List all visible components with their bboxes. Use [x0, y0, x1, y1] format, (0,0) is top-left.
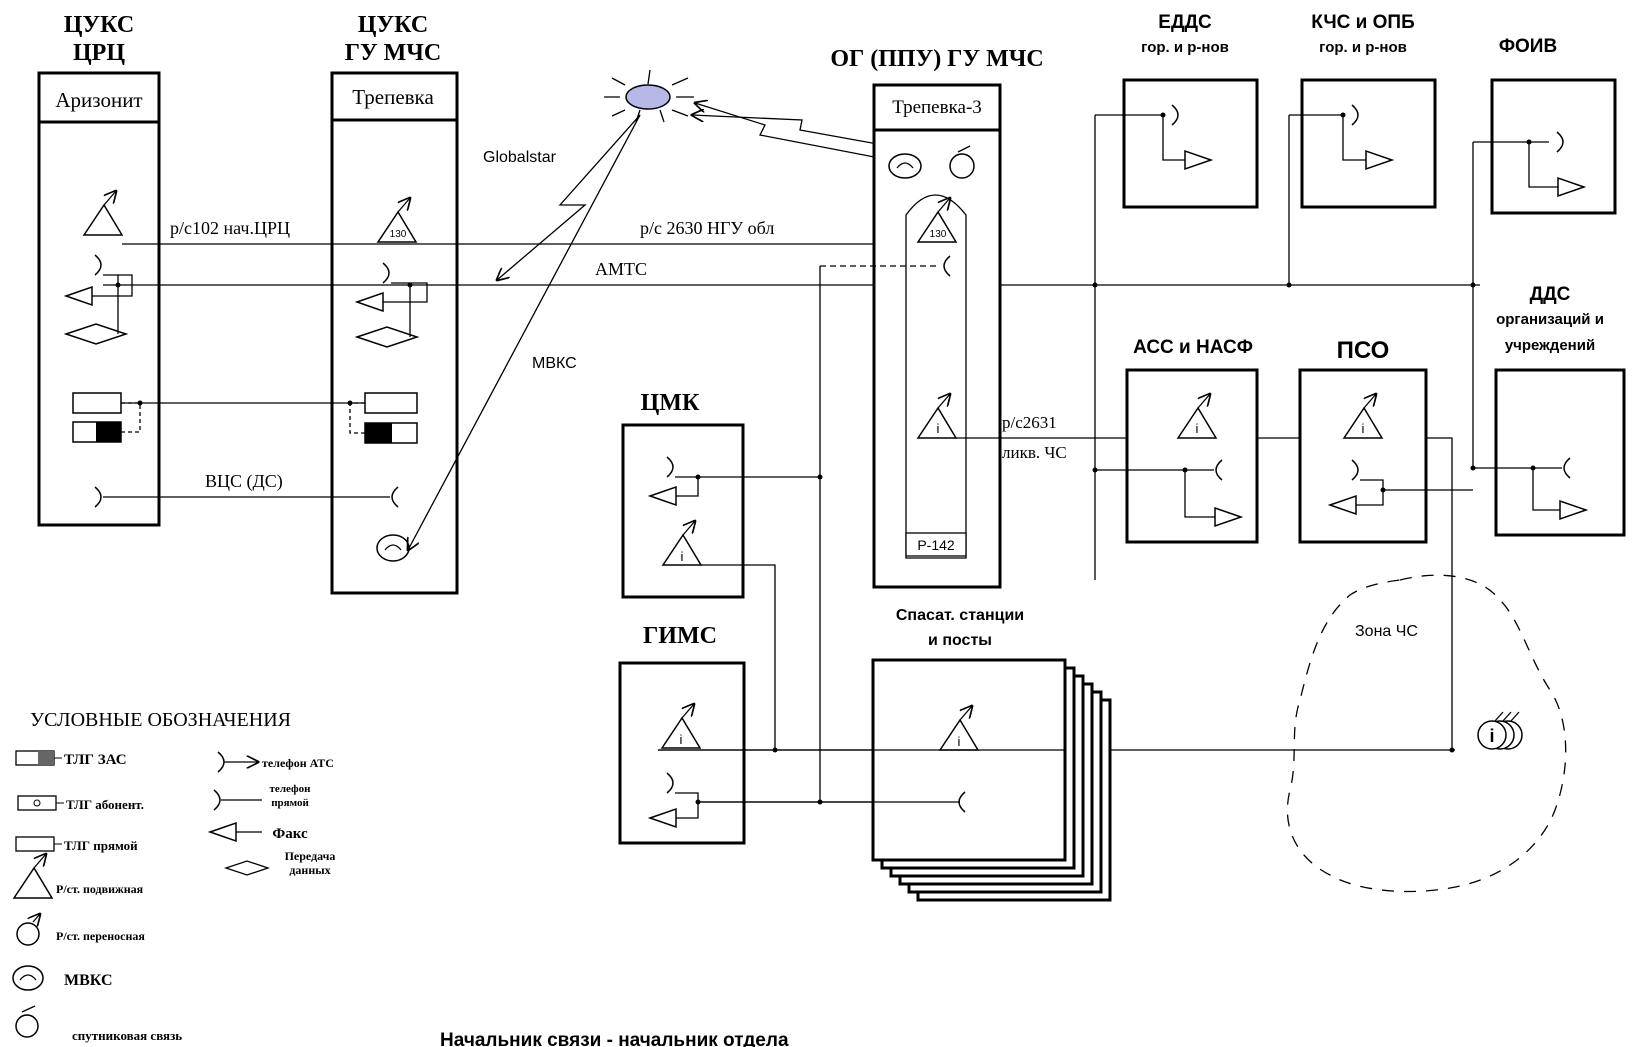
node-ass: АСС и НАСФ i	[1092, 337, 1259, 544]
radio-mobile-icon	[14, 854, 52, 898]
emergency-zone	[1286, 574, 1567, 893]
tsmk-title: ЦМК	[641, 390, 700, 416]
dds-title3: учреждений	[1505, 337, 1595, 354]
svg-text:i: i	[958, 734, 961, 749]
tlg-direct-icon	[72, 392, 122, 414]
legend-phone-direct-2: прямой	[271, 797, 309, 809]
label-likv: ликв. ЧС	[1002, 443, 1067, 462]
mvks-icon	[12, 965, 44, 991]
phone-direct-icon	[213, 789, 221, 811]
label-rs2631: р/с2631	[1002, 413, 1057, 432]
link-globalstar	[497, 114, 641, 280]
svg-text:i: i	[1362, 421, 1365, 436]
radio-portable-icon	[16, 922, 40, 946]
legend-data-1: Передача	[285, 849, 336, 863]
kchs-title1: КЧС и ОПБ	[1311, 12, 1414, 33]
tlg-direct-icon	[364, 392, 418, 414]
pso-title: ПСО	[1337, 337, 1390, 364]
dds-title2: организаций и	[1496, 311, 1604, 328]
svg-text:130: 130	[390, 229, 407, 240]
tsuks-trc-title2: ЦРЦ	[73, 40, 125, 66]
phone-ats-icon	[217, 751, 225, 773]
edds-title1: ЕДДС	[1158, 12, 1212, 33]
label-rs102: р/с102 нач.ЦРЦ	[170, 218, 290, 238]
tlg-abon-icon	[17, 795, 57, 811]
svg-text:i: i	[1489, 726, 1494, 746]
node-tsuks-trc: ЦУКС ЦРЦ Аризонит	[37, 12, 161, 527]
foiv-title: ФОИВ	[1499, 36, 1557, 57]
legend-radio-mobile: Р/ст. подвижная	[56, 882, 144, 896]
legend-radio-portable: Р/ст. переносная	[56, 929, 145, 943]
mvks-icon	[376, 534, 410, 562]
tsuks-gu-title2: ГУ МЧС	[345, 40, 441, 66]
node-gims: ГИМС i	[618, 623, 746, 845]
tsuks-trc-title1: ЦУКС	[64, 12, 134, 38]
label-mvks: МВКС	[532, 355, 577, 372]
stations-title1: Спасат. станции	[896, 607, 1024, 624]
svg-text:i: i	[681, 549, 684, 564]
og-radio: Р-142	[917, 537, 955, 553]
label-zone: Зона ЧС	[1355, 623, 1418, 640]
node-pso: ПСО i	[1298, 337, 1473, 544]
legend-phone-ats: телефон АТС	[262, 756, 334, 770]
svg-text:i: i	[937, 421, 940, 436]
node-tsmk: ЦМК i	[621, 390, 745, 599]
kchs-title2: гор. и р-нов	[1319, 39, 1407, 56]
legend-tlg-zas: ТЛГ ЗАС	[64, 752, 127, 768]
link-mvks	[408, 114, 641, 550]
legend-tlg-direct: ТЛГ прямой	[64, 838, 138, 853]
satellite-dish-icon	[15, 1014, 39, 1038]
tsuks-gu-device: Трепевка	[352, 85, 434, 109]
node-og-ppu: ОГ (ППУ) ГУ МЧС Трепевка-3 Р-142 130 i	[830, 46, 1044, 589]
node-tsuks-gu: ЦУКС ГУ МЧС Трепевка 130	[330, 12, 459, 595]
node-foiv: ФОИВ	[1473, 36, 1617, 215]
legend-data-2: данных	[289, 863, 330, 877]
stations-title2: и посты	[928, 632, 992, 649]
legend-sat: спутниковая связь	[72, 1028, 182, 1043]
og-title: ОГ (ППУ) ГУ МЧС	[830, 46, 1043, 72]
dds-title1: ДДС	[1530, 284, 1571, 305]
footer-text: Начальник связи - начальник отдела	[440, 1030, 789, 1047]
svg-text:i: i	[680, 732, 683, 747]
tsuks-trc-device: Аризонит	[55, 88, 142, 112]
label-amts: АМТС	[595, 259, 647, 279]
legend-mvks: МВКС	[64, 972, 113, 989]
edds-title2: гор. и р-нов	[1141, 39, 1229, 56]
label-vts: ВЦС (ДС)	[205, 471, 283, 492]
tlg-direct-icon	[15, 836, 55, 852]
ass-title: АСС и НАСФ	[1133, 337, 1253, 358]
satellite-icon	[604, 69, 694, 123]
legend-title: УСЛОВНЫЕ ОБОЗНАЧЕНИЯ	[30, 709, 291, 731]
satellite-dish-icon	[949, 153, 975, 179]
legend-fax: Факс	[272, 826, 308, 842]
node-kchs: КЧС и ОПБ гор. и р-нов	[1289, 12, 1437, 209]
legend-phone-direct-1: телефон	[270, 783, 312, 795]
fax-icon	[209, 822, 237, 842]
svg-text:130: 130	[930, 229, 947, 240]
label-globalstar: Globalstar	[483, 149, 557, 166]
node-stations: Спасат. станции и посты i	[871, 607, 1112, 902]
tsuks-gu-title1: ЦУКС	[358, 12, 428, 38]
og-device: Трепевка-3	[892, 97, 982, 118]
label-rs2630: р/с 2630 НГУ обл	[640, 218, 774, 238]
mvks-icon	[888, 153, 922, 179]
gims-title: ГИМС	[643, 623, 717, 649]
data-transfer-icon	[223, 860, 271, 876]
radio-portable-group-icon: i	[1477, 711, 1523, 750]
legend: УСЛОВНЫЕ ОБОЗНАЧЕНИЯ ТЛГ ЗАС ТЛГ абонент…	[12, 709, 336, 1043]
legend-tlg-abon: ТЛГ абонент.	[66, 797, 144, 812]
node-edds: ЕДДС гор. и р-нов	[1095, 12, 1259, 209]
svg-text:i: i	[1196, 421, 1199, 436]
node-dds: ДДС организаций и учреждений	[1470, 284, 1626, 537]
